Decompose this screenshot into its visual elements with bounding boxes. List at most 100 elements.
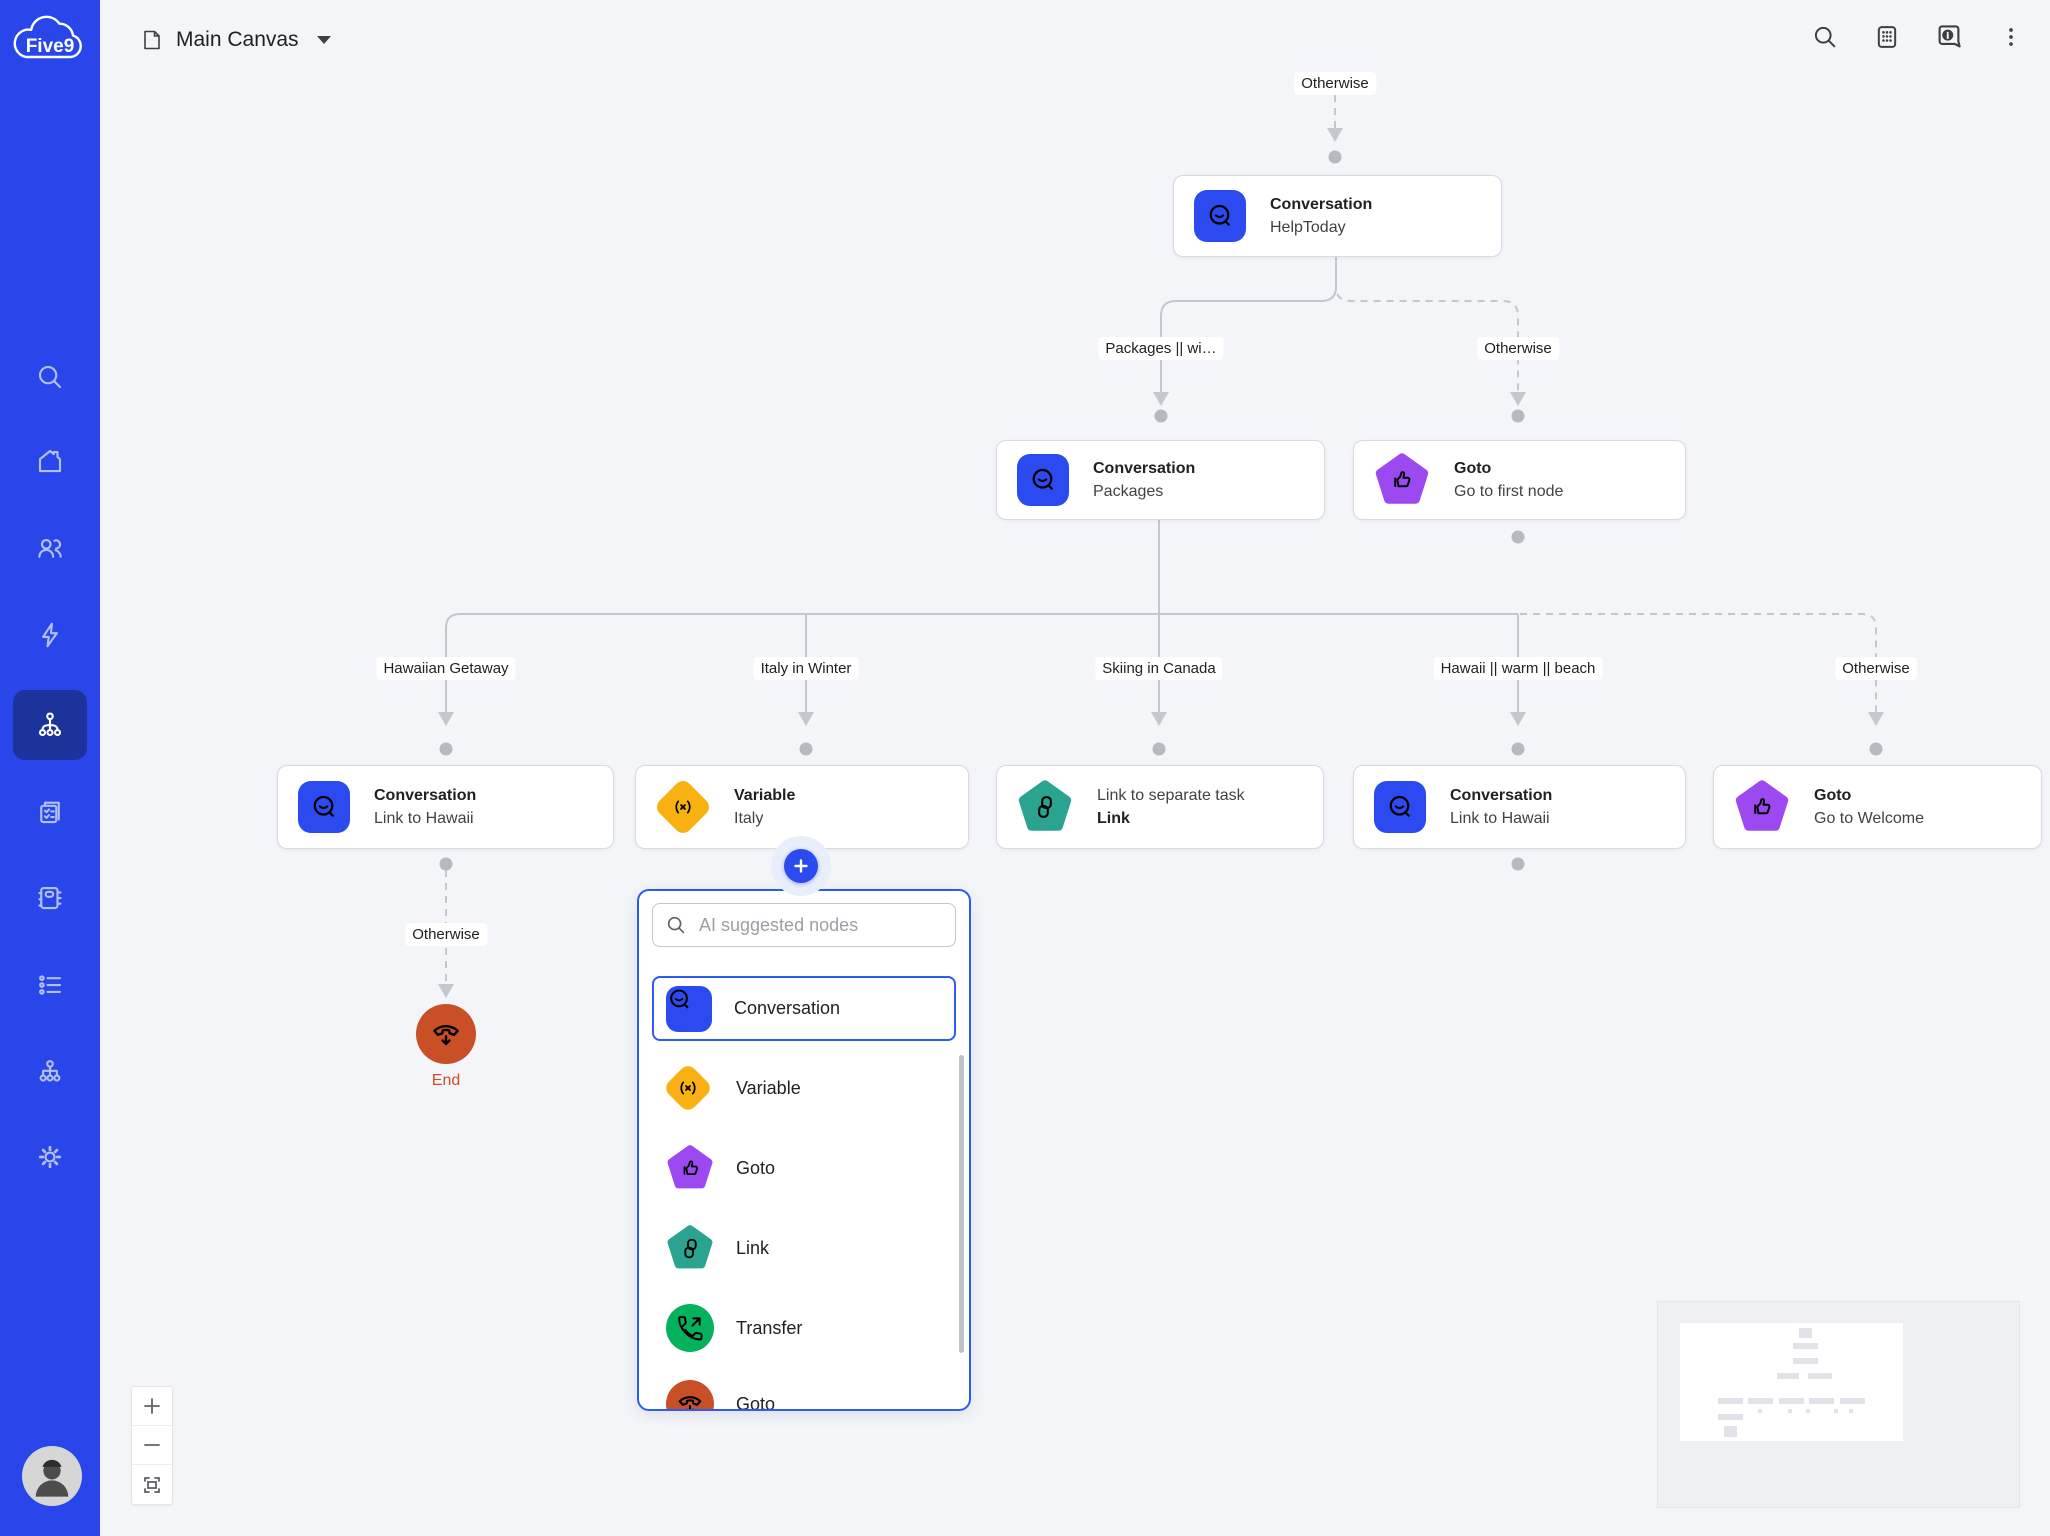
search-icon (38, 365, 62, 389)
node-end[interactable] (416, 1004, 476, 1064)
panel-scrollbar[interactable] (959, 1055, 964, 1353)
picker-item-conversation[interactable]: Conversation (652, 976, 956, 1041)
canvas-title-dropdown[interactable]: Main Canvas (140, 18, 331, 62)
sidebar-item-tasks[interactable] (13, 777, 87, 847)
sidebar-item-home[interactable] (13, 426, 87, 496)
minimap[interactable] (1657, 1301, 2020, 1508)
dialpad-icon (1877, 26, 1897, 48)
five9-logo: Five9 (13, 15, 82, 59)
sidebar-item-flow-builder[interactable] (13, 690, 87, 760)
plus-icon (144, 1398, 160, 1414)
node-type: Link to separate task (1097, 787, 1245, 804)
picker-item-transfer[interactable]: Transfer (652, 1288, 956, 1368)
chevron-down-icon (316, 36, 331, 44)
sidebar-item-list[interactable] (13, 950, 87, 1020)
help-info-button[interactable] (1928, 16, 1970, 58)
node-goto-first-node[interactable]: Goto Go to first node (1353, 440, 1686, 520)
lightning-icon (42, 622, 58, 648)
node-type: Conversation (1450, 787, 1553, 804)
node-name: Link (1097, 810, 1130, 827)
picker-item-label: Transfer (736, 1317, 803, 1338)
conversation-icon (1374, 781, 1426, 833)
node-search-box (652, 903, 956, 947)
avatar-photo (35, 1459, 69, 1497)
search-button[interactable] (1804, 16, 1846, 58)
node-name: Italy (734, 810, 764, 827)
sidebar: Five9 (0, 0, 100, 1536)
conversation-icon (298, 781, 350, 833)
sidebar-item-search[interactable] (13, 342, 87, 412)
picker-item-goto-end[interactable]: Goto (652, 1364, 956, 1409)
conversation-icon (1017, 454, 1069, 506)
dialpad-button[interactable] (1866, 16, 1908, 58)
node-type: Variable (734, 787, 796, 804)
chat-info-icon (1938, 25, 1961, 48)
zoom-in-button[interactable] (132, 1387, 172, 1426)
branch-label-hawaiian-getaway: Hawaiian Getaway (376, 657, 516, 680)
ai-node-picker-panel: Conversation Variable Goto Link Transfer… (637, 889, 971, 1411)
node-name: HelpToday (1270, 219, 1346, 236)
node-type: Conversation (374, 787, 477, 804)
conversation-icon (1194, 190, 1246, 242)
node-type: Conversation (1093, 460, 1196, 477)
picker-item-variable[interactable]: Variable (652, 1048, 956, 1128)
sidebar-item-notebook[interactable] (13, 863, 87, 933)
user-avatar[interactable] (22, 1446, 82, 1506)
branch-label-skiing-in-canada: Skiing in Canada (1095, 657, 1223, 680)
minimap-viewport (1680, 1323, 1903, 1441)
add-node-button[interactable] (784, 849, 818, 883)
link-icon (666, 1224, 714, 1272)
org-chart-icon (39, 1060, 61, 1082)
node-search-input[interactable] (697, 913, 931, 937)
end-call-icon (429, 1017, 463, 1051)
end-node-label: End (431, 1072, 461, 1089)
picker-item-label: Goto (736, 1157, 776, 1178)
picker-item-label: Variable (736, 1077, 801, 1098)
zoom-controls (131, 1386, 173, 1505)
variable-icon (662, 1062, 714, 1114)
sidebar-item-users[interactable] (13, 513, 87, 583)
plus-icon (794, 859, 808, 873)
flow-tree-icon (38, 712, 62, 737)
branch-label-italy-in-winter: Italy in Winter (753, 657, 859, 680)
notebook-icon (38, 886, 62, 910)
node-name: Go to Welcome (1814, 810, 1924, 827)
search-icon (667, 916, 685, 934)
branch-label-otherwise-end: Otherwise (405, 923, 487, 946)
picker-item-label: Conversation (734, 998, 841, 1018)
branch-label-otherwise-3: Otherwise (1835, 657, 1917, 680)
branch-label-hawaii-warm-beach: Hawaii || warm || beach (1433, 657, 1603, 680)
goto-icon (666, 1144, 714, 1192)
more-menu-button[interactable] (1990, 16, 2032, 58)
copy-checklist-icon (40, 801, 60, 824)
node-type: Goto (1454, 460, 1492, 477)
picker-item-link[interactable]: Link (652, 1208, 956, 1288)
kebab-menu-icon (2009, 28, 2013, 46)
sidebar-item-automation[interactable] (13, 600, 87, 670)
end-call-icon (666, 1380, 714, 1409)
minus-icon (144, 1444, 160, 1446)
list-icon (39, 975, 62, 995)
gear-icon (38, 1145, 62, 1169)
link-icon (1017, 779, 1073, 835)
zoom-out-button[interactable] (132, 1426, 172, 1465)
node-type: Conversation (1270, 196, 1373, 213)
transfer-icon (666, 1304, 714, 1352)
sidebar-item-settings[interactable] (13, 1122, 87, 1192)
branch-label-packages-condition: Packages || wi… (1098, 337, 1224, 360)
conversation-icon (666, 985, 712, 1032)
page-title: Main Canvas (176, 28, 299, 51)
fit-to-screen-button[interactable] (132, 1465, 172, 1504)
picker-item-goto[interactable]: Goto (652, 1128, 956, 1208)
goto-icon (1374, 452, 1430, 508)
node-name: Go to first node (1454, 483, 1564, 500)
node-type: Goto (1814, 787, 1852, 804)
node-goto-welcome[interactable]: Goto Go to Welcome (1713, 765, 2042, 849)
sidebar-item-org-chart[interactable] (13, 1037, 87, 1107)
